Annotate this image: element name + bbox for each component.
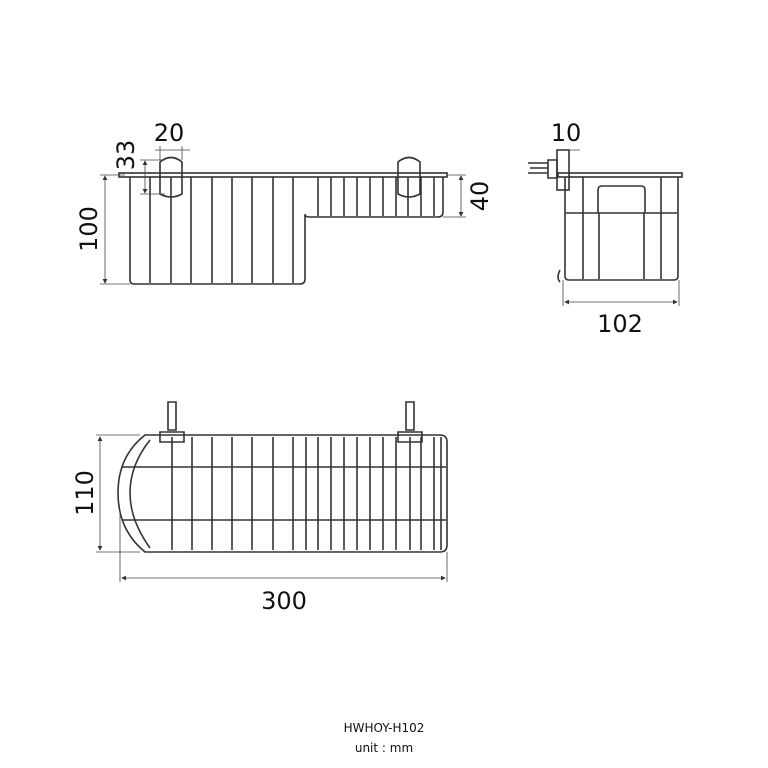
side-view	[528, 149, 683, 283]
dim-hook-depth-label: 10	[551, 119, 582, 147]
dim-depth-label: 102	[597, 310, 643, 338]
front-view	[118, 156, 448, 285]
hook-left	[159, 156, 183, 198]
dim-height-label: 100	[75, 206, 103, 252]
model-number: HWHOY-H102	[344, 721, 425, 735]
top-view	[117, 401, 448, 553]
basket-outline	[129, 177, 444, 285]
dim-top-depth-label: 110	[71, 470, 99, 516]
dim-hook-height-label: 33	[112, 140, 140, 171]
wall-peg-right	[397, 401, 423, 443]
wall-peg-left	[159, 401, 185, 443]
wall-peg-icon	[528, 149, 570, 191]
dim-hook-width-label: 20	[154, 119, 185, 147]
dim-shelf-height-label: 40	[466, 181, 494, 212]
dim-width-label: 300	[261, 587, 307, 615]
hook-right	[397, 156, 421, 198]
unit-label: unit : mm	[355, 741, 413, 755]
